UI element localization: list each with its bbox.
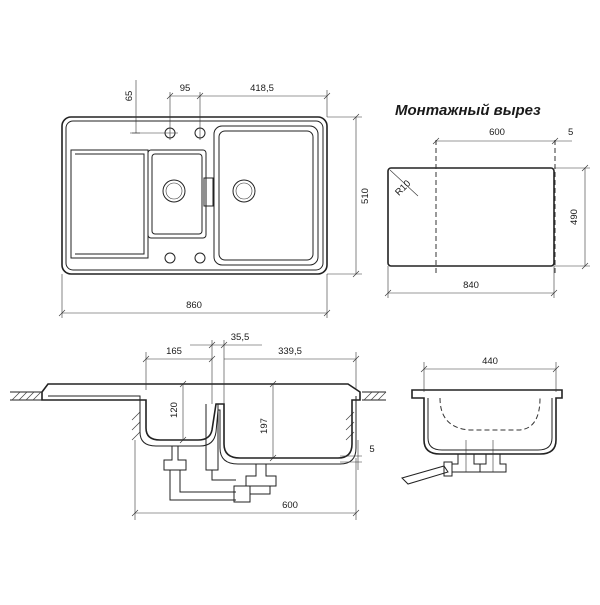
- drainboard: [70, 149, 149, 259]
- sink-section-inner: [48, 395, 357, 465]
- dim-side-width: 440: [482, 356, 498, 367]
- dim-small-bowl: 165: [166, 346, 182, 357]
- cutout-dim-length: 840: [463, 280, 479, 291]
- dim-right-bowl: 418,5: [250, 83, 274, 94]
- section-view: 165 35,5 339,5 120 197 5 600: [10, 332, 387, 520]
- small-bowl-drain: [162, 179, 186, 203]
- cutout-outline: [387, 167, 555, 267]
- small-bowl: [147, 149, 207, 239]
- cutout-dim-offset: 5: [568, 127, 573, 138]
- countertop-hatch-right: [363, 391, 387, 401]
- side-outlet-pipe: [401, 465, 449, 485]
- cutout-dim-height: 490: [569, 209, 580, 225]
- side-view: 440: [401, 356, 563, 485]
- tap-hole: [164, 252, 176, 264]
- siphon: [233, 485, 251, 503]
- cutout-dim-width: 600: [489, 127, 505, 138]
- dim-length: 860: [186, 300, 202, 311]
- siphon-outlet: [250, 486, 271, 495]
- drain-pipe: [179, 470, 236, 493]
- sink-rim: [65, 120, 324, 271]
- rim-hatch: [131, 411, 355, 441]
- drain-right: [245, 464, 277, 487]
- top-view: 65 95 418,5 510 860: [58, 80, 371, 318]
- overflow-slot: [203, 177, 214, 207]
- dim-total: 600: [282, 500, 298, 511]
- dim-depth: 510: [360, 188, 371, 204]
- dim-divider: 35,5: [231, 332, 250, 343]
- side-outlet-nut: [443, 461, 453, 477]
- dim-small-depth: 120: [169, 402, 180, 418]
- dim-large-depth: 197: [259, 418, 270, 434]
- large-bowl: [213, 125, 319, 266]
- cutout-view: Монтажный вырез 600 5 490 840 R10: [384, 102, 590, 298]
- countertop-hatch-left: [11, 391, 42, 401]
- cutout-title: Монтажный вырез: [395, 102, 541, 119]
- overflow-pipe: [211, 470, 236, 481]
- dim-tap-offset: 65: [124, 91, 135, 102]
- dim-large-bowl: 339,5: [278, 346, 302, 357]
- large-bowl-inner: [218, 130, 314, 261]
- drain-left: [163, 446, 187, 471]
- side-hidden-line: [439, 397, 541, 431]
- dim-hole-spacing: 95: [180, 83, 191, 94]
- sink-section: [41, 383, 361, 459]
- small-bowl-inner: [151, 153, 203, 235]
- dim-rim: 5: [369, 444, 374, 455]
- large-bowl-drain: [232, 179, 256, 203]
- tap-hole: [194, 252, 206, 264]
- sink-outline: [61, 116, 328, 275]
- cutout-radius: R10: [393, 178, 413, 198]
- drain-pipe: [169, 470, 236, 501]
- side-profile-inner: [427, 398, 553, 451]
- side-profile: [411, 389, 563, 455]
- drainboard-inner: [75, 153, 145, 255]
